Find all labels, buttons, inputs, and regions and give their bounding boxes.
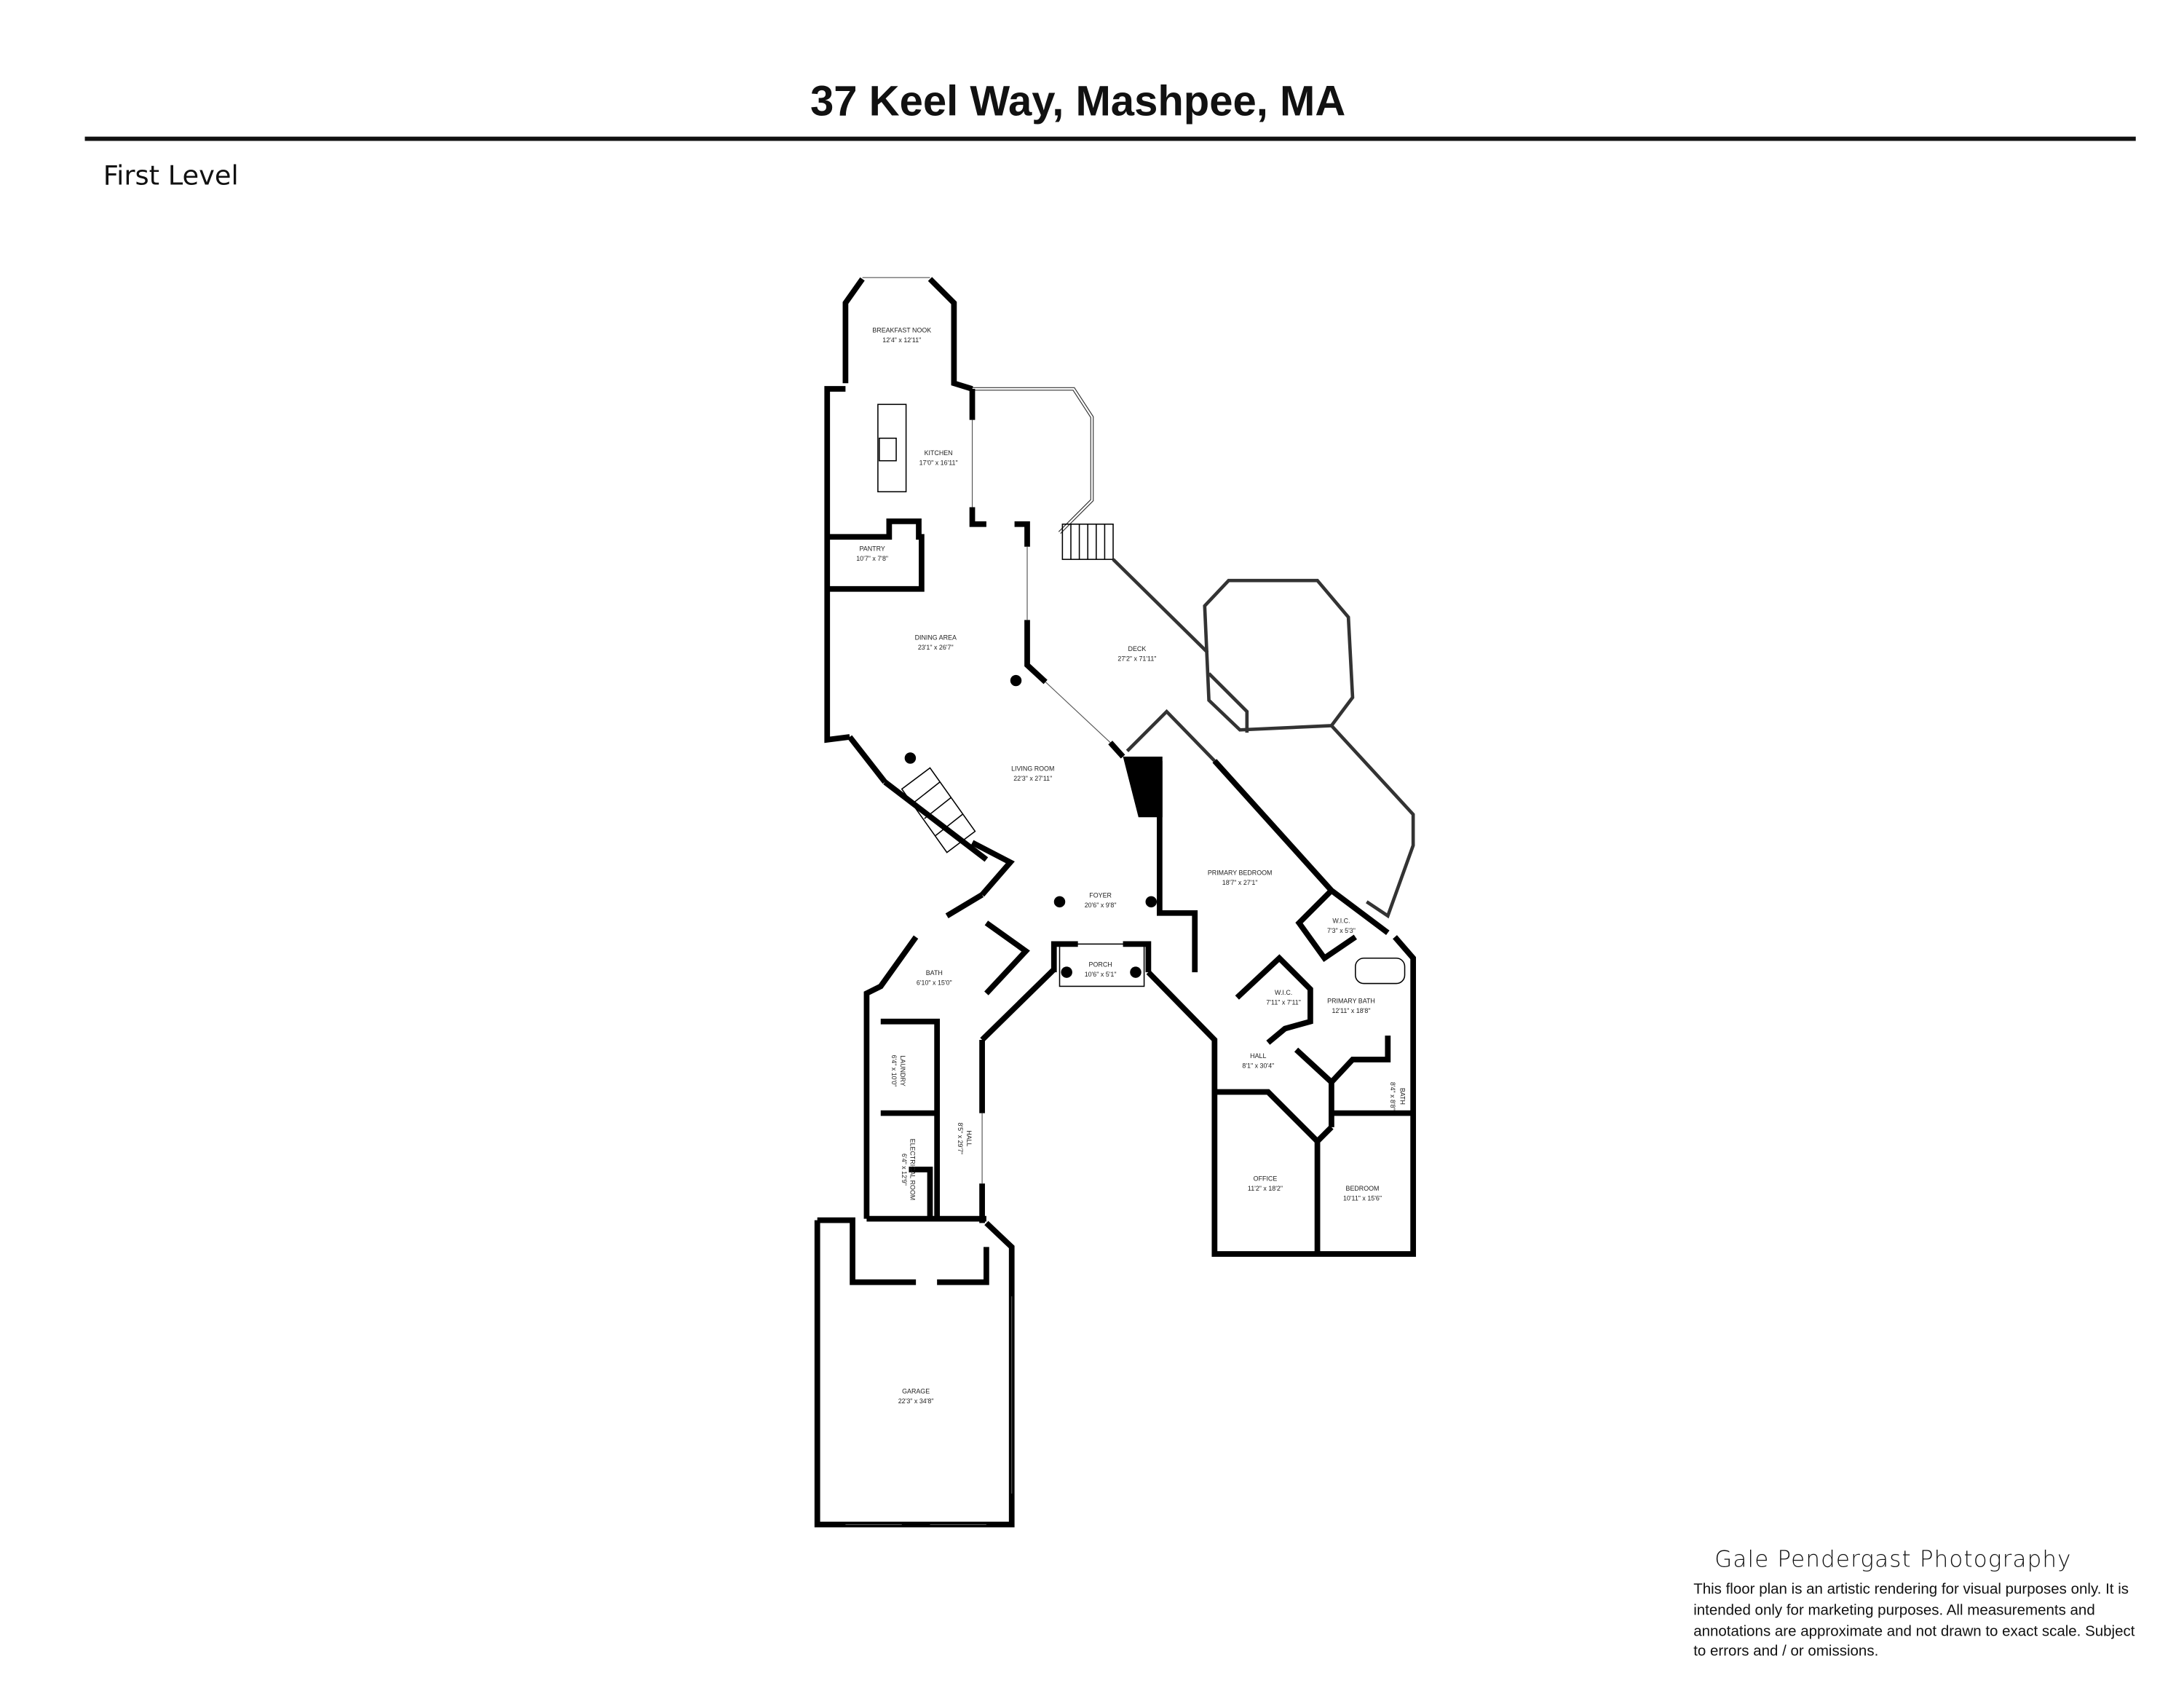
room-size-breakfast-nook: 12'4" x 12'11" bbox=[882, 336, 921, 344]
room-size-electrical-room: 6'4" x 12'9" bbox=[901, 1153, 908, 1186]
room-size-bedroom: 10'11" x 15'6" bbox=[1343, 1195, 1382, 1202]
room-name-kitchen: KITCHEN bbox=[925, 449, 953, 457]
room-name-primary-bedroom: PRIMARY BEDROOM bbox=[1208, 869, 1273, 877]
room-name-electrical-room: ELECTRICAL ROOM bbox=[909, 1139, 916, 1201]
page-title: 37 Keel Way, Mashpee, MA bbox=[810, 78, 1345, 125]
disclaimer-line: annotations are approximate and not draw… bbox=[1693, 1622, 2135, 1639]
room-size-office: 11'2" x 18'2" bbox=[1248, 1185, 1283, 1192]
disclaimer-line: to errors and / or omissions. bbox=[1693, 1642, 1878, 1659]
room-name-wic-1: W.I.C. bbox=[1332, 917, 1350, 924]
room-name-breakfast-nook: BREAKFAST NOOK bbox=[872, 327, 931, 334]
room-name-garage: GARAGE bbox=[902, 1388, 930, 1395]
photographer-brand: Gale Pendergast Photography bbox=[1714, 1547, 2071, 1573]
room-name-pantry: PANTRY bbox=[860, 545, 885, 553]
room-size-pantry: 10'7" x 7'8" bbox=[856, 555, 888, 562]
room-name-bedroom: BEDROOM bbox=[1346, 1185, 1380, 1192]
room-size-wic-1: 7'3" x 5'3" bbox=[1327, 927, 1356, 934]
room-name-hall-east: HALL bbox=[1250, 1052, 1266, 1060]
room-size-bath-west: 6'10" x 15'0" bbox=[917, 979, 952, 986]
room-size-laundry: 6'4" x 10'0" bbox=[890, 1055, 898, 1087]
cooktop bbox=[879, 437, 897, 462]
room-size-kitchen: 17'0" x 16'11" bbox=[919, 460, 958, 467]
kitchen-island bbox=[877, 403, 907, 493]
room-name-hall-west: HALL bbox=[965, 1130, 973, 1146]
room-size-wic-2: 7'11" x 7'11" bbox=[1266, 999, 1300, 1006]
room-name-office: OFFICE bbox=[1254, 1175, 1278, 1182]
disclaimer-line: intended only for marketing purposes. Al… bbox=[1693, 1601, 2095, 1618]
bathtub bbox=[1355, 957, 1406, 985]
room-name-living-room: LIVING ROOM bbox=[1011, 765, 1054, 772]
room-name-foyer: FOYER bbox=[1089, 892, 1112, 899]
room-size-hall-east: 8'1" x 30'4" bbox=[1242, 1062, 1274, 1070]
room-name-deck: DECK bbox=[1128, 645, 1147, 652]
room-name-porch: PORCH bbox=[1089, 961, 1112, 968]
octagon-deck bbox=[1203, 578, 1355, 732]
room-name-primary-bath: PRIMARY BATH bbox=[1327, 998, 1375, 1005]
room-size-porch: 10'6" x 5'1" bbox=[1085, 971, 1117, 978]
columns bbox=[904, 674, 1158, 978]
fireplace bbox=[1123, 757, 1163, 818]
room-size-foyer: 20'6" x 9'8" bbox=[1085, 902, 1117, 909]
room-size-bath-east: 8'4" x 8'8" bbox=[1389, 1082, 1396, 1111]
room-size-dining-area: 23'1" x 26'7" bbox=[918, 644, 954, 651]
floor-plan: BREAKFAST NOOK 12'4" x 12'11" KITCHEN 17… bbox=[814, 277, 1417, 1528]
room-name-bath-west: BATH bbox=[926, 969, 943, 977]
level-label: First Level bbox=[103, 159, 239, 191]
room-name-wic-2: W.I.C. bbox=[1275, 989, 1292, 996]
room-name-laundry: LAUNDRY bbox=[899, 1055, 906, 1086]
disclaimer: This floor plan is an artistic rendering… bbox=[1693, 1580, 2135, 1659]
room-name-dining-area: DINING AREA bbox=[915, 634, 957, 641]
room-size-primary-bath: 12'11" x 18'8" bbox=[1332, 1007, 1370, 1014]
deck-outline bbox=[972, 387, 1415, 919]
room-size-hall-west: 8'5" x 29'7" bbox=[957, 1122, 964, 1154]
room-name-bath-east: BATH bbox=[1399, 1088, 1406, 1105]
room-size-garage: 22'3" x 34'8" bbox=[898, 1397, 934, 1405]
room-size-primary-bedroom: 18'7" x 27'1" bbox=[1222, 879, 1258, 886]
room-size-living-room: 22'3" x 27'11" bbox=[1013, 775, 1052, 782]
interior-stairs bbox=[901, 767, 976, 853]
room-labels: BREAKFAST NOOK 12'4" x 12'11" KITCHEN 17… bbox=[856, 327, 1406, 1405]
room-size-deck: 27'2" x 71'11" bbox=[1117, 655, 1156, 662]
exterior-walls bbox=[814, 277, 1417, 1528]
disclaimer-line: This floor plan is an artistic rendering… bbox=[1693, 1580, 2129, 1597]
